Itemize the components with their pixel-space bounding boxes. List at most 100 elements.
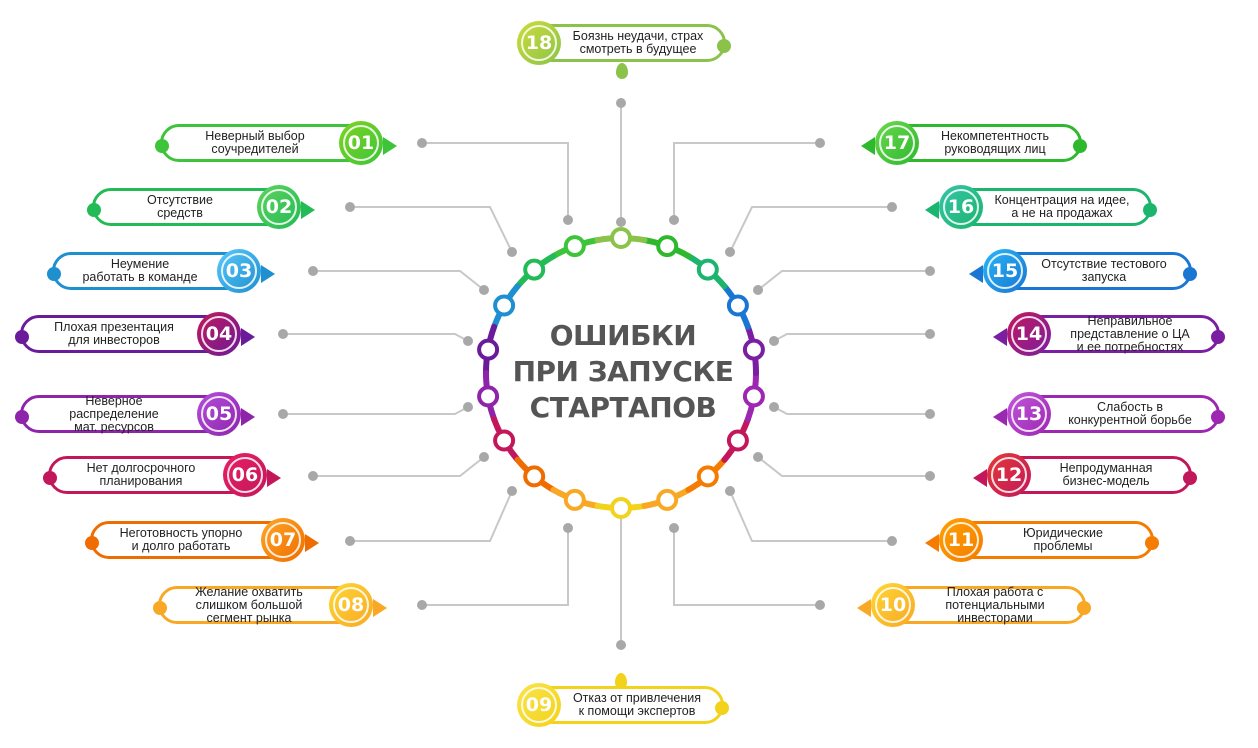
error-item-line: Слабость в: [1097, 400, 1163, 414]
connector-dot-outer-09: [616, 640, 626, 650]
error-item-line: Нет долгосрочного: [86, 461, 196, 475]
connector-dot-inner-01: [563, 215, 573, 225]
pill-end-dot: [1145, 536, 1159, 550]
connector-dot-inner-08: [563, 523, 573, 533]
error-item-line: Плохая работа с: [946, 584, 1044, 599]
error-item-line: Юридические: [1023, 526, 1103, 540]
ring-node-02: [523, 258, 546, 281]
error-item-line: распределение: [69, 406, 159, 421]
pill-end-dot: [15, 410, 29, 424]
title-line-3: СТАРТАПОВ: [529, 391, 717, 424]
connector-dot-inner-02: [507, 247, 517, 257]
title-line-2: ПРИ ЗАПУСКЕ: [512, 355, 734, 388]
connector-line-07: [350, 490, 513, 542]
ring-node-06: [493, 429, 516, 452]
pill-pointer-tip: [925, 534, 939, 552]
error-item-line: Желание охватить: [195, 584, 303, 599]
ring-node-14: [742, 338, 765, 361]
connector-dot-outer-17: [815, 138, 825, 148]
connector-line-04: [283, 333, 469, 342]
connector-dot-outer-05: [278, 409, 288, 419]
pill-pointer-tip: [861, 137, 875, 155]
error-item-line: Неготовность упорно: [119, 526, 243, 540]
diagram-title: ОШИБКИ ПРИ ЗАПУСКЕ СТАРТАПОВ: [500, 318, 746, 426]
connector-line-06: [313, 456, 485, 477]
connector-line-16: [729, 206, 892, 253]
error-item-line: проблемы: [1033, 539, 1093, 553]
error-item-line: смотреть в будущее: [579, 42, 697, 56]
connector-line-03: [313, 270, 485, 291]
ring-node-07: [523, 465, 546, 488]
error-number-badge: 11: [939, 518, 983, 562]
error-item-line: Отсутствие тестового: [1041, 257, 1167, 271]
connector-dot-inner-06: [479, 452, 489, 462]
connector-dot-inner-05: [463, 402, 473, 412]
ring-node-04: [477, 338, 500, 361]
pill-end-dot: [47, 267, 61, 281]
pill-end-dot: [715, 701, 729, 715]
pill-end-dot: [153, 601, 167, 615]
connector-dot-inner-03: [479, 285, 489, 295]
error-item-line: для инвесторов: [68, 333, 160, 347]
error-number-badge: 05: [197, 392, 241, 436]
error-item-line: Непродуманная: [1059, 461, 1153, 475]
connector-line-14: [773, 333, 930, 342]
connector-line-02: [350, 206, 513, 253]
error-item-line: руководящих лиц: [944, 142, 1046, 156]
ring-node-13: [742, 385, 765, 408]
ring-node-16: [696, 258, 719, 281]
pill-drop-tip: [616, 63, 628, 79]
connector-dot-outer-15: [925, 266, 935, 276]
connector-dot-inner-16: [725, 247, 735, 257]
connector-dot-outer-10: [815, 600, 825, 610]
pill-end-dot: [155, 139, 169, 153]
error-item-line: Неумение: [110, 257, 170, 271]
ring-node-08: [563, 488, 586, 511]
ring-node-03: [493, 294, 516, 317]
error-number-badge: 10: [871, 583, 915, 627]
pill-pointer-tip: [969, 265, 983, 283]
error-item-line: Плохая презентация: [54, 320, 174, 334]
error-item-line: потенциальными: [945, 597, 1045, 612]
error-item-line: работать в команде: [82, 270, 198, 284]
connector-line-17: [673, 142, 820, 220]
error-item-line: Некомпетентность: [941, 129, 1049, 143]
pill-pointer-tip: [383, 137, 397, 155]
pill-pointer-tip: [373, 599, 387, 617]
error-item-line: инвесторами: [957, 610, 1033, 625]
error-number-badge: 17: [875, 121, 919, 165]
connector-dot-outer-06: [308, 471, 318, 481]
error-item-line: а не на продажах: [1011, 206, 1113, 220]
connector-dot-inner-12: [753, 452, 763, 462]
connector-line-12: [757, 456, 930, 477]
pill-end-dot: [15, 330, 29, 344]
ring-node-01: [563, 235, 586, 258]
error-item-line: Неверный выбор: [205, 129, 305, 143]
error-number-badge: 04: [197, 312, 241, 356]
connector-dot-outer-04: [278, 329, 288, 339]
pill-pointer-tip: [993, 328, 1007, 346]
pill-pointer-tip: [973, 469, 987, 487]
error-item-text: Концентрация на идее,а не на продажах: [989, 191, 1135, 223]
pill-pointer-tip: [241, 328, 255, 346]
error-item-line: Концентрация на идее,: [994, 193, 1130, 207]
error-number-badge: 15: [983, 249, 1027, 293]
error-item-line: планирования: [99, 474, 183, 488]
ring-node-05: [477, 385, 500, 408]
